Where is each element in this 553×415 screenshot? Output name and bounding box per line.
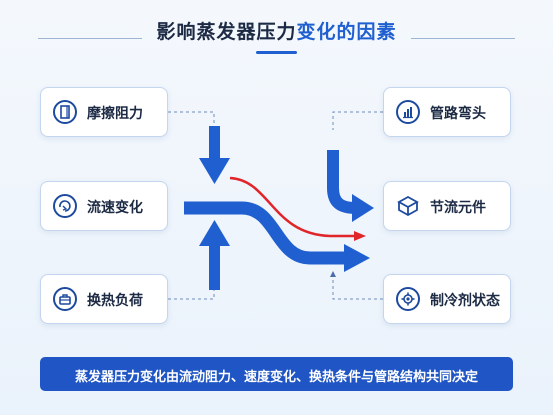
arrow-up [199, 220, 230, 290]
title-area: 影响蒸发器压力变化的因素 [0, 0, 553, 60]
card-label: 摩擦阻力 [87, 106, 143, 122]
card-label: 流速变化 [87, 200, 143, 216]
title-underline [256, 51, 297, 54]
title-highlight: 变化的因素 [296, 21, 397, 43]
card-throttle: 节流元件 [383, 181, 511, 231]
card-label: 管路弯头 [430, 106, 486, 122]
cycle-icon [53, 194, 77, 218]
title-main: 影响蒸发器压力 [156, 21, 297, 43]
bend-arrow [327, 150, 374, 222]
summary-text: 蒸发器压力变化由流动阻力、速度变化、换热条件与管路结构共同决定 [74, 370, 478, 385]
card-heat-load: 换热负荷 [40, 274, 168, 324]
main-flow-arrow [184, 201, 370, 272]
card-label: 换热负荷 [87, 293, 143, 309]
arrow-down [199, 126, 230, 184]
briefcase-icon [53, 287, 77, 311]
summary-banner: 蒸发器压力变化由流动阻力、速度变化、换热条件与管路结构共同决定 [40, 357, 513, 391]
card-label: 节流元件 [430, 200, 486, 216]
gear-icon [396, 287, 420, 311]
cube-icon [396, 194, 420, 218]
connector-heat-load [168, 290, 215, 300]
document-icon [53, 100, 77, 124]
bar-chart-icon [396, 100, 420, 124]
pressure-line [229, 176, 366, 241]
page-title: 影响蒸发器压力变化的因素 [0, 17, 553, 44]
card-velocity: 流速变化 [40, 181, 168, 231]
card-label: 制冷剂状态 [430, 293, 500, 309]
card-refrigerant: 制冷剂状态 [383, 274, 511, 324]
title-rule-right [411, 38, 515, 39]
title-rule-left [38, 38, 142, 39]
card-pipe-bend: 管路弯头 [383, 87, 511, 137]
connector-bend [332, 109, 388, 130]
connector-refrigerant [330, 271, 383, 300]
card-friction: 摩擦阻力 [40, 87, 168, 137]
connector-friction [168, 111, 215, 124]
